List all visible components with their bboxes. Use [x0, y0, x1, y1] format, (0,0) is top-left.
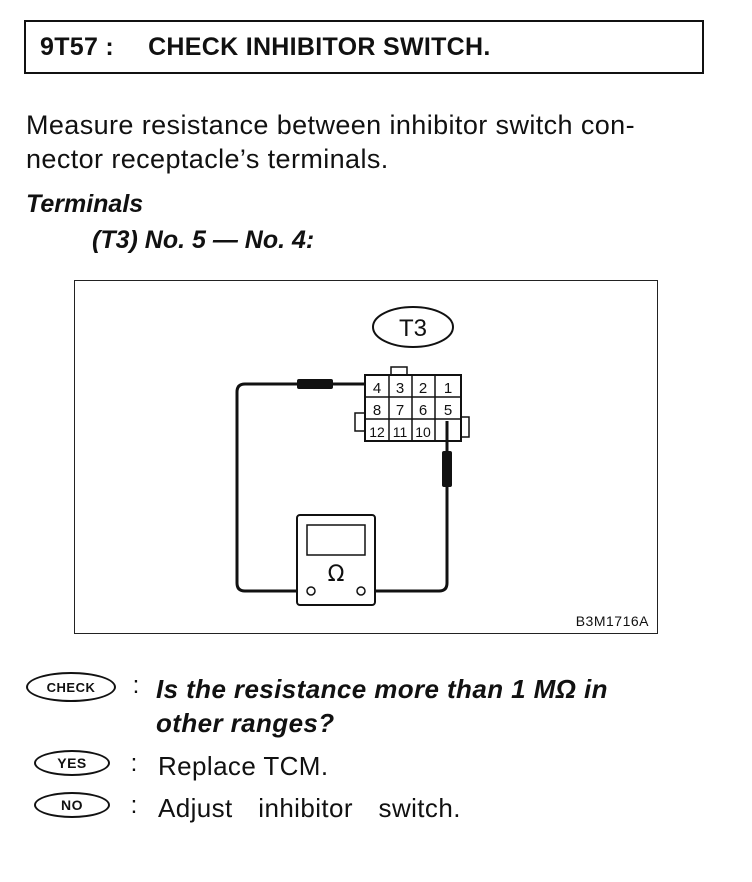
- wiring-diagram: T3 4 3 2 1 8 7 6 5 12 11 10: [235, 306, 470, 606]
- check-row: CHECK : Is the resistance more than 1 MΩ…: [26, 672, 716, 740]
- pin-5: 5: [444, 402, 452, 419]
- lead-to-pin-4: [235, 382, 365, 593]
- probe-pin-5: [442, 451, 452, 487]
- terminals-spec: (T3) No. 5 — No. 4:: [92, 226, 315, 254]
- ohmmeter-terminal-left: [306, 586, 316, 596]
- yes-badge: YES: [34, 750, 110, 776]
- probe-pin-4: [297, 379, 333, 389]
- pin-2: 2: [419, 380, 427, 397]
- no-row: NO : Adjust inhibitor switch.: [34, 792, 461, 824]
- check-question: Is the resistance more than 1 MΩ in othe…: [156, 672, 716, 740]
- pin-7: 7: [396, 402, 404, 419]
- step-code: 9T57 :: [40, 32, 115, 61]
- wiring-figure: T3 4 3 2 1 8 7 6 5 12 11 10: [74, 280, 658, 634]
- check-badge: CHECK: [26, 672, 116, 702]
- pin-11: 11: [393, 424, 408, 440]
- intro-line-1: Measure resistance between inhibitor swi…: [26, 110, 635, 140]
- pin-10: 10: [415, 424, 431, 440]
- pin-8: 8: [373, 402, 381, 419]
- ohmmeter-symbol: Ω: [328, 562, 345, 587]
- no-colon: :: [130, 792, 138, 819]
- connector-top-tab: [390, 366, 408, 376]
- figure-code: B3M1716A: [575, 613, 649, 629]
- check-question-line-2: other ranges?: [156, 708, 335, 738]
- ohmmeter-display: [306, 524, 366, 556]
- check-question-line-1: Is the resistance more than 1 MΩ in: [156, 674, 608, 704]
- connector-label: T3: [399, 315, 427, 342]
- pin-3: 3: [396, 380, 404, 397]
- yes-row: YES : Replace TCM.: [34, 750, 329, 782]
- intro-paragraph: Measure resistance between inhibitor swi…: [26, 108, 716, 176]
- pin-1: 1: [444, 380, 452, 397]
- connector-right-tab: [460, 416, 470, 438]
- ohmmeter-body: [296, 514, 376, 606]
- pin-6: 6: [419, 402, 427, 419]
- pin-4: 4: [373, 380, 381, 397]
- ohmmeter-terminal-right: [356, 586, 366, 596]
- no-badge: NO: [34, 792, 110, 818]
- yes-answer: Replace TCM.: [158, 751, 329, 781]
- step-title-box: 9T57 : CHECK INHIBITOR SWITCH.: [24, 20, 704, 74]
- intro-line-2: nector receptacle’s terminals.: [26, 144, 389, 174]
- terminals-heading: Terminals: [26, 190, 144, 218]
- step-title: CHECK INHIBITOR SWITCH.: [148, 32, 491, 61]
- no-answer: Adjust inhibitor switch.: [158, 793, 461, 823]
- yes-colon: :: [130, 750, 138, 777]
- connector-label-oval: [372, 306, 454, 348]
- lead-to-pin-5: [375, 487, 449, 593]
- pin-12: 12: [369, 424, 385, 440]
- connector-left-tab: [354, 412, 366, 432]
- connector-body: [364, 374, 462, 442]
- connector-grid: [365, 375, 461, 441]
- check-colon: :: [132, 672, 140, 699]
